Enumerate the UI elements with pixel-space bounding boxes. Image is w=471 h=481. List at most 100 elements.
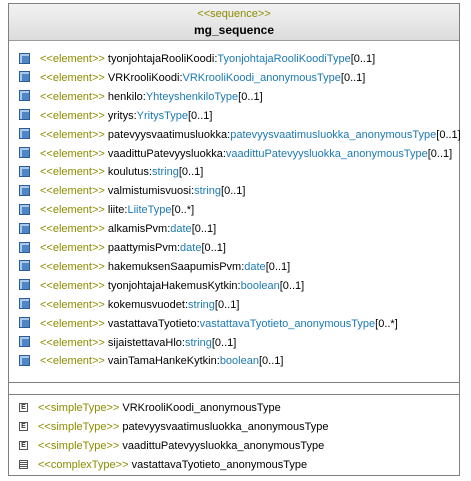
element-separator: : — [184, 298, 189, 311]
element-type: string — [194, 185, 222, 198]
element-icon — [19, 109, 30, 121]
element-stereotype: <<element>> — [40, 242, 105, 254]
element-type: vaadittuPatevyysluokka_anonymousType — [225, 147, 428, 160]
element-multiplicity: [0..1] — [178, 166, 204, 179]
nested-type-row[interactable]: <<complexType>> vastattavaTyotieto_anony… — [19, 457, 307, 473]
element-multiplicity: [0..1] — [279, 279, 305, 292]
element-stereotype: <<element>> — [40, 317, 105, 330]
sequence-class-box[interactable]: <<sequence>> mg_sequence <<element>> tyo… — [8, 3, 461, 476]
element-separator: : — [167, 223, 171, 236]
enumeration-icon: E — [19, 421, 28, 431]
element-icon — [19, 203, 30, 215]
element-icon — [19, 279, 30, 291]
element-row[interactable]: <<element>> VRKrooliKoodi:VRKrooliKoodi_… — [19, 70, 365, 86]
element-type: date — [244, 260, 266, 273]
element-name: kokemusvuodet — [107, 298, 185, 311]
element-name: tyonjohtajaRooliKoodi — [107, 53, 215, 65]
nested-type-row[interactable]: E <<simpleType>> vaadittuPatevyysluokka_a… — [19, 438, 324, 454]
element-name: paattymisPvm — [107, 242, 177, 254]
element-separator: : — [181, 336, 185, 349]
type-stereotype: <<complexType>> — [38, 459, 129, 471]
element-icon — [19, 317, 30, 329]
element-stereotype: <<element>> — [40, 166, 105, 179]
element-row[interactable]: <<element>> tyonjohtajaRooliKoodi:Tyonjo… — [19, 51, 375, 67]
element-icon — [19, 147, 30, 159]
element-separator: : — [148, 166, 152, 179]
element-separator: : — [176, 242, 181, 254]
element-row[interactable]: <<element>> valmistumisvuosi:string[0..1… — [19, 183, 245, 199]
element-icon — [19, 260, 30, 272]
element-stereotype: <<element>> — [40, 279, 105, 292]
element-type: YritysType — [136, 109, 188, 122]
element-separator: : — [191, 185, 195, 198]
element-row[interactable]: <<element>> paattymisPvm:date[0..1] — [19, 240, 226, 256]
type-stereotype: <<simpleType>> — [38, 440, 120, 452]
element-stereotype: <<element>> — [40, 355, 105, 368]
element-separator: : — [227, 128, 231, 141]
element-separator: : — [133, 109, 137, 122]
element-multiplicity: [0..1] — [221, 185, 246, 198]
element-multiplicity: [0..1] — [211, 336, 237, 349]
element-stereotype: <<element>> — [40, 204, 105, 217]
element-stereotype: <<element>> — [40, 260, 105, 273]
element-name: hakemuksenSaapumisPvm — [107, 260, 242, 273]
element-separator: : — [222, 147, 226, 160]
element-name: liite — [107, 204, 125, 217]
element-row[interactable]: <<element>> kokemusvuodet:string[0..1] — [19, 297, 239, 313]
element-icon — [19, 241, 30, 253]
element-row[interactable]: <<element>> sijaistettavaHlo:string[0..1… — [19, 335, 236, 351]
element-row[interactable]: <<element>> alkamisPvm:date[0..1] — [19, 221, 216, 237]
element-icon — [19, 336, 30, 348]
element-type: VRKrooliKoodi_anonymousType — [182, 71, 341, 84]
element-multiplicity: [0..1] — [188, 109, 213, 122]
element-separator: : — [216, 355, 220, 368]
element-type: patevyysvaatimusluokka_anonymousType — [230, 128, 437, 141]
element-type: TyonjohtajaRooliKoodiType — [217, 53, 351, 65]
element-row[interactable]: <<element>> tyonjohtajaHakemusKytkin:boo… — [19, 278, 304, 294]
element-stereotype: <<element>> — [40, 128, 105, 141]
element-type: YhteyshenkiloType — [145, 90, 239, 103]
element-stereotype: <<element>> — [40, 185, 105, 198]
element-name: alkamisPvm — [107, 223, 168, 236]
element-separator: : — [124, 204, 128, 217]
element-row[interactable]: <<element>> hakemuksenSaapumisPvm:date[0… — [19, 259, 290, 275]
element-name: yritys — [107, 109, 134, 122]
element-name: patevyysvaatimusluokka — [107, 128, 228, 141]
element-row[interactable]: <<element>> henkilo:YhteyshenkiloType[0.… — [19, 89, 263, 105]
element-type: boolean — [240, 279, 280, 292]
compartment-divider — [9, 382, 459, 383]
element-row[interactable]: <<element>> yritys:YritysType[0..1] — [19, 108, 212, 124]
nested-type-row[interactable]: E<<simpleType>> VRKrooliKoodi_anonymousT… — [19, 400, 281, 416]
element-multiplicity: [0..1] — [201, 242, 226, 254]
enumeration-icon: E — [19, 402, 28, 412]
element-row[interactable]: <<element>> liite:LiiteType[0..*] — [19, 202, 194, 218]
element-separator: : — [214, 53, 218, 65]
element-icon — [19, 354, 30, 366]
element-type: vastattavaTyotieto_anonymousType — [199, 317, 376, 330]
element-row[interactable]: <<element>> vaadittuPatevyysluokka:vaadi… — [19, 146, 452, 162]
element-row[interactable]: <<element>> koulutus:string[0..1] — [19, 164, 203, 180]
element-icon — [19, 165, 30, 177]
type-name: vastattavaTyotieto_anonymousType — [131, 459, 308, 471]
element-type: boolean — [219, 355, 259, 368]
element-icon — [19, 298, 30, 310]
element-multiplicity: [0..1] — [427, 147, 453, 160]
element-multiplicity: [0..1] — [265, 260, 291, 273]
element-separator: : — [237, 279, 241, 292]
element-type: date — [170, 223, 192, 236]
enumeration-icon: E — [19, 440, 28, 450]
element-stereotype: <<element>> — [40, 109, 105, 122]
element-type: string — [184, 336, 212, 349]
element-separator: : — [241, 260, 245, 273]
element-separator: : — [196, 317, 200, 330]
element-row[interactable]: <<element>> vastattavaTyotieto:vastattav… — [19, 316, 398, 332]
element-row[interactable]: <<element>> vainTamaHankeKytkin:boolean[… — [19, 353, 283, 369]
element-name: VRKrooliKoodi — [107, 71, 180, 84]
element-separator: : — [179, 71, 183, 84]
type-name: vaadittuPatevyysluokka_anonymousType — [122, 440, 325, 452]
element-name: henkilo — [107, 90, 143, 103]
nested-type-row[interactable]: E<<simpleType>> patevyysvaatimusluokka_a… — [19, 419, 328, 435]
element-stereotype: <<element>> — [40, 298, 105, 311]
element-row[interactable]: <<element>> patevyysvaatimusluokka:patev… — [19, 127, 461, 143]
element-icon — [19, 128, 30, 140]
